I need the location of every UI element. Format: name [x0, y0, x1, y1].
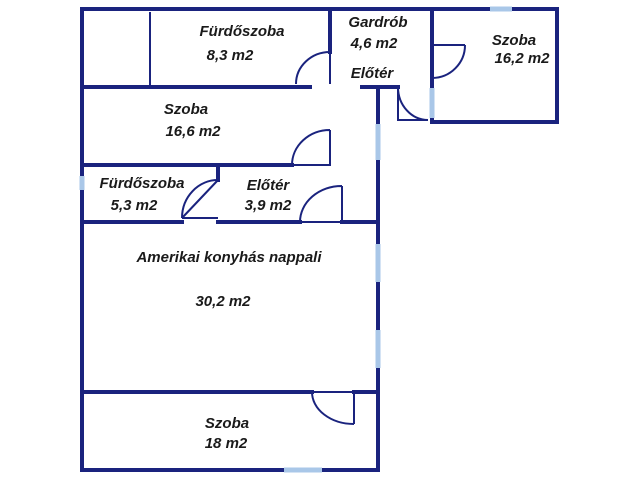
labels: Fürdőszoba 8,3 m2 Gardrób 4,6 m2 Előtér … [100, 14, 551, 452]
room-right-area: 16,2 m2 [494, 50, 550, 67]
bathroom-small-area: 5,3 m2 [111, 197, 158, 214]
door-hall-middle-bottom-swing [299, 185, 343, 223]
living-name: Amerikai konyhás nappali [135, 249, 322, 266]
windows [79, 6, 512, 473]
right-room-wall-top [430, 7, 559, 124]
door-room-bottom-swing [311, 391, 355, 425]
living-area: 30,2 m2 [195, 293, 251, 310]
hall-middle-area: 3,9 m2 [245, 197, 292, 214]
door-hall-top-swing [397, 86, 429, 121]
door-bath-small-swing [181, 179, 219, 219]
door-right-room-swing [431, 44, 466, 79]
door-hall-middle-swing [291, 129, 331, 166]
room-middle-area: 16,6 m2 [165, 123, 221, 140]
room-bottom-name: Szoba [205, 415, 249, 432]
doors [149, 12, 466, 425]
walls [80, 7, 559, 472]
door-wardrobe-swing [295, 51, 331, 85]
bathroom-top-area: 8,3 m2 [207, 47, 254, 64]
bathroom-small-name: Fürdőszoba [100, 175, 185, 192]
wardrobe-area: 4,6 m2 [350, 35, 398, 52]
room-middle-name: Szoba [164, 101, 208, 118]
hall-middle-name: Előtér [247, 177, 291, 194]
bathroom-top-name: Fürdőszoba [200, 23, 285, 40]
wardrobe-name: Gardrób [348, 14, 407, 31]
room-right-name: Szoba [492, 32, 536, 49]
room-bottom-area: 18 m2 [205, 435, 248, 452]
hall-top-name: Előtér [351, 65, 395, 82]
